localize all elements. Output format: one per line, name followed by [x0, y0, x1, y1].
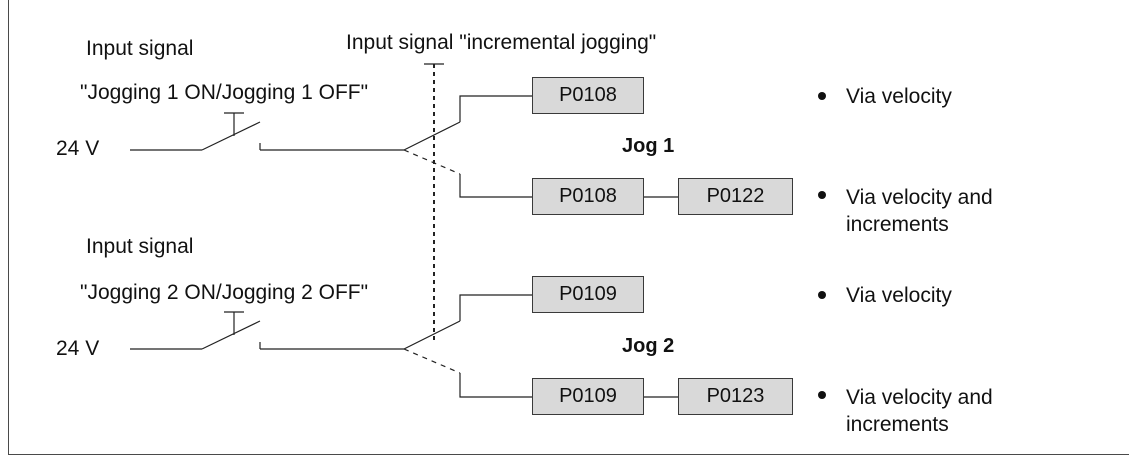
jog2-selector-blade [403, 320, 461, 350]
jog2-incremental-velocity-param-box: P0109 [532, 378, 644, 415]
jog2-switch-blade [201, 320, 261, 350]
jog2-lower-branch [459, 373, 532, 398]
jog1-switch-blade [201, 121, 261, 151]
jog2-title: Jog 2 [622, 335, 675, 357]
jog2-input-signal-name: "Jogging 2 ON/Jogging 2 OFF" [80, 281, 369, 304]
jog1-voltage-label: 24 V [56, 137, 100, 160]
jog2-mode-b-text-line1: Via velocity and [846, 386, 993, 409]
jog1-upper-branch [459, 95, 532, 122]
jog2-mode-a-bullet [818, 291, 826, 299]
jog2-upper-branch [459, 294, 532, 321]
jog1-incremental-velocity-param-box: P0108 [532, 178, 644, 215]
jog1-selector-blade [403, 121, 461, 151]
jog1-increment-param-box: P0122 [678, 178, 793, 215]
jog2-voltage-label: 24 V [56, 337, 100, 360]
jog1-input-signal-name: "Jogging 1 ON/Jogging 1 OFF" [80, 81, 369, 104]
jog2-input-label: Input signal [86, 235, 194, 258]
jog1-velocity-param-box: P0108 [532, 77, 644, 114]
jog2-selector-dashed-blade [403, 348, 461, 374]
jog2-mode-a-text: Via velocity [846, 284, 952, 307]
jog2-mode-b-text-line2: increments [846, 413, 949, 436]
jog2-mode-b-bullet [818, 391, 826, 399]
jog2-velocity-param-box: P0109 [532, 276, 644, 313]
jog1-mode-b-text-line2: increments [846, 213, 949, 236]
jog1-mode-a-bullet [818, 92, 826, 100]
jog1-mode-a-text: Via velocity [846, 85, 952, 108]
incremental-jogging-label: Input signal "incremental jogging" [346, 31, 657, 54]
jog1-title: Jog 1 [622, 135, 675, 157]
jog1-input-label: Input signal [86, 37, 194, 60]
jog1-lower-branch [459, 174, 532, 198]
jog1-selector-dashed-blade [403, 149, 461, 175]
jog2-increment-param-box: P0123 [678, 378, 793, 415]
jog1-mode-b-text-line1: Via velocity and [846, 186, 993, 209]
jog1-mode-b-bullet [818, 191, 826, 199]
